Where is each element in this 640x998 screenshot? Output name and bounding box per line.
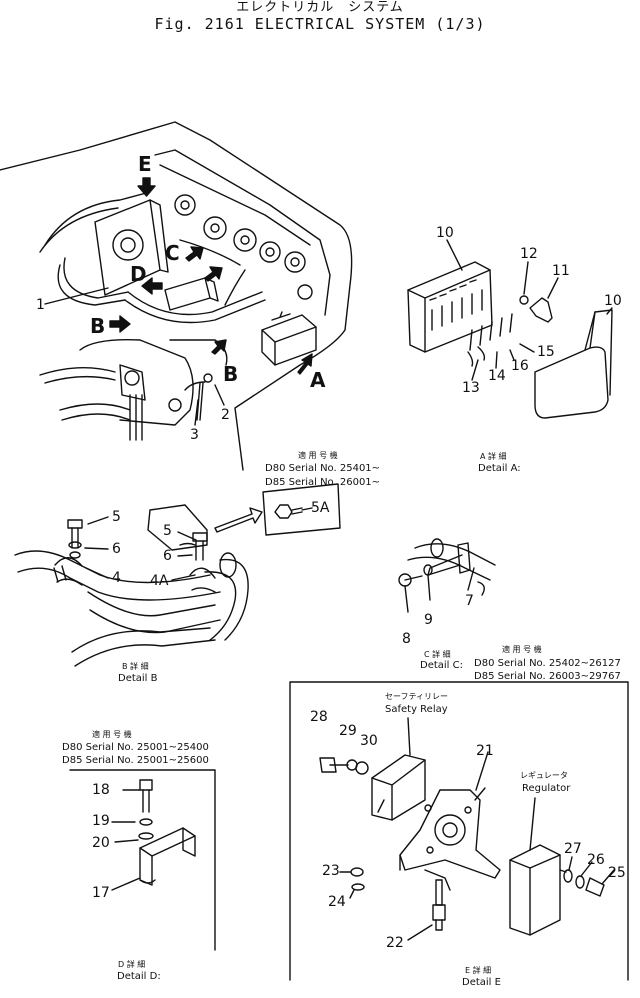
detail-c-label: Detail C: [420,660,463,671]
detail-a-label-japanese: A 詳 細 [480,452,507,461]
detail-c-serial-japanese: 適 用 号 機 [502,645,542,654]
detail-c-serial-line-2: D85 Serial No. 26003~29767 [474,671,621,682]
detail-e-callout-22: 22 [386,935,404,951]
detail-d-label-japanese: D 詳 細 [118,960,146,969]
detail-a-callout-10-right: 10 [604,293,622,309]
detail-a-fuse-box [407,239,613,419]
detail-b-callout-4: 4 [112,570,121,586]
detail-e-callout-29: 29 [339,723,357,739]
title-japanese: エレクトリカル システム [236,0,404,15]
detail-e-callout-30: 30 [360,733,378,749]
main-harness-assembly [0,121,353,471]
detail-d-callout-18: 18 [92,782,110,798]
detail-c-callout-9: 9 [424,612,433,628]
safety-relay-label-japanese: セーフティリレー [385,692,449,701]
callout-3: 3 [190,427,199,443]
detail-a-callout-11: 11 [552,263,570,279]
callout-1: 1 [36,297,45,313]
detail-a-callout-12: 12 [520,246,538,262]
detail-d-callout-20: 20 [92,835,110,851]
detail-a-callout-16: 16 [511,358,529,374]
detail-b-label-japanese: B 詳 細 [122,662,149,671]
detail-b-label: Detail B [118,673,158,684]
detail-e-callout-25: 25 [608,865,626,881]
detail-d-serial-line-1: D80 Serial No. 25001~25400 [62,742,209,753]
detail-d-bracket [69,769,216,951]
view-letter-c: C [165,241,180,265]
detail-b-callout-5: 5 [112,509,121,525]
safety-relay-label: Safety Relay [385,704,448,715]
detail-c-label-japanese: C 詳 細 [424,650,451,659]
detail-e-label: Detail E [462,977,501,988]
detail-c-callout-8: 8 [402,631,411,647]
detail-b-callout-5a: 5A [311,500,330,516]
detail-e-label-japanese: E 詳 細 [465,966,492,975]
detail-c-serial-line-1: D80 Serial No. 25402~26127 [474,658,621,669]
detail-a-label: Detail A: [478,463,521,474]
callout-2: 2 [221,407,230,423]
detail-e-relay-regulator [289,681,629,981]
detail-e-callout-24: 24 [328,894,346,910]
serial-top-line-2: D85 Serial No. 26001~ [265,477,381,488]
figure-title: Fig. 2161 ELECTRICAL SYSTEM (1/3) [154,15,486,33]
detail-d-label: Detail D: [117,971,161,982]
detail-b-callout-6-right: 6 [163,548,172,564]
detail-e-callout-21: 21 [476,743,494,759]
view-letter-e: E [138,152,152,176]
view-letter-a: A [310,368,326,392]
serial-top-line-1: D80 Serial No. 25401~ [265,463,381,474]
detail-b-callout-5-right: 5 [163,523,172,539]
detail-a-callout-14: 14 [488,368,506,384]
detail-b-callout-4a: 4A [150,573,169,589]
regulator-label-japanese: レギュレータ [520,771,568,780]
detail-a-callout-13: 13 [462,380,480,396]
detail-e-callout-23: 23 [322,863,340,879]
detail-b-clamps [14,483,341,667]
view-letter-d: D [130,262,147,286]
regulator-label: Regulator [522,783,571,794]
detail-d-serial-japanese: 適 用 号 機 [92,730,132,739]
detail-a-callout-15: 15 [537,344,555,360]
view-letter-b-left: B [90,314,106,338]
detail-d-serial-line-2: D85 Serial No. 25001~25600 [62,755,209,766]
detail-e-callout-26: 26 [587,852,605,868]
detail-a-callout-10-top: 10 [436,225,454,241]
detail-b-callout-6: 6 [112,541,121,557]
detail-e-callout-27: 27 [564,841,582,857]
detail-c-callout-7: 7 [465,593,474,609]
view-arrows [109,177,313,375]
detail-d-callout-17: 17 [92,885,110,901]
detail-d-callout-19: 19 [92,813,110,829]
view-letter-b-right: B [223,362,239,386]
detail-c-clip [398,538,496,613]
serial-top-japanese: 適 用 号 機 [298,451,338,460]
detail-e-callout-28: 28 [310,709,328,725]
